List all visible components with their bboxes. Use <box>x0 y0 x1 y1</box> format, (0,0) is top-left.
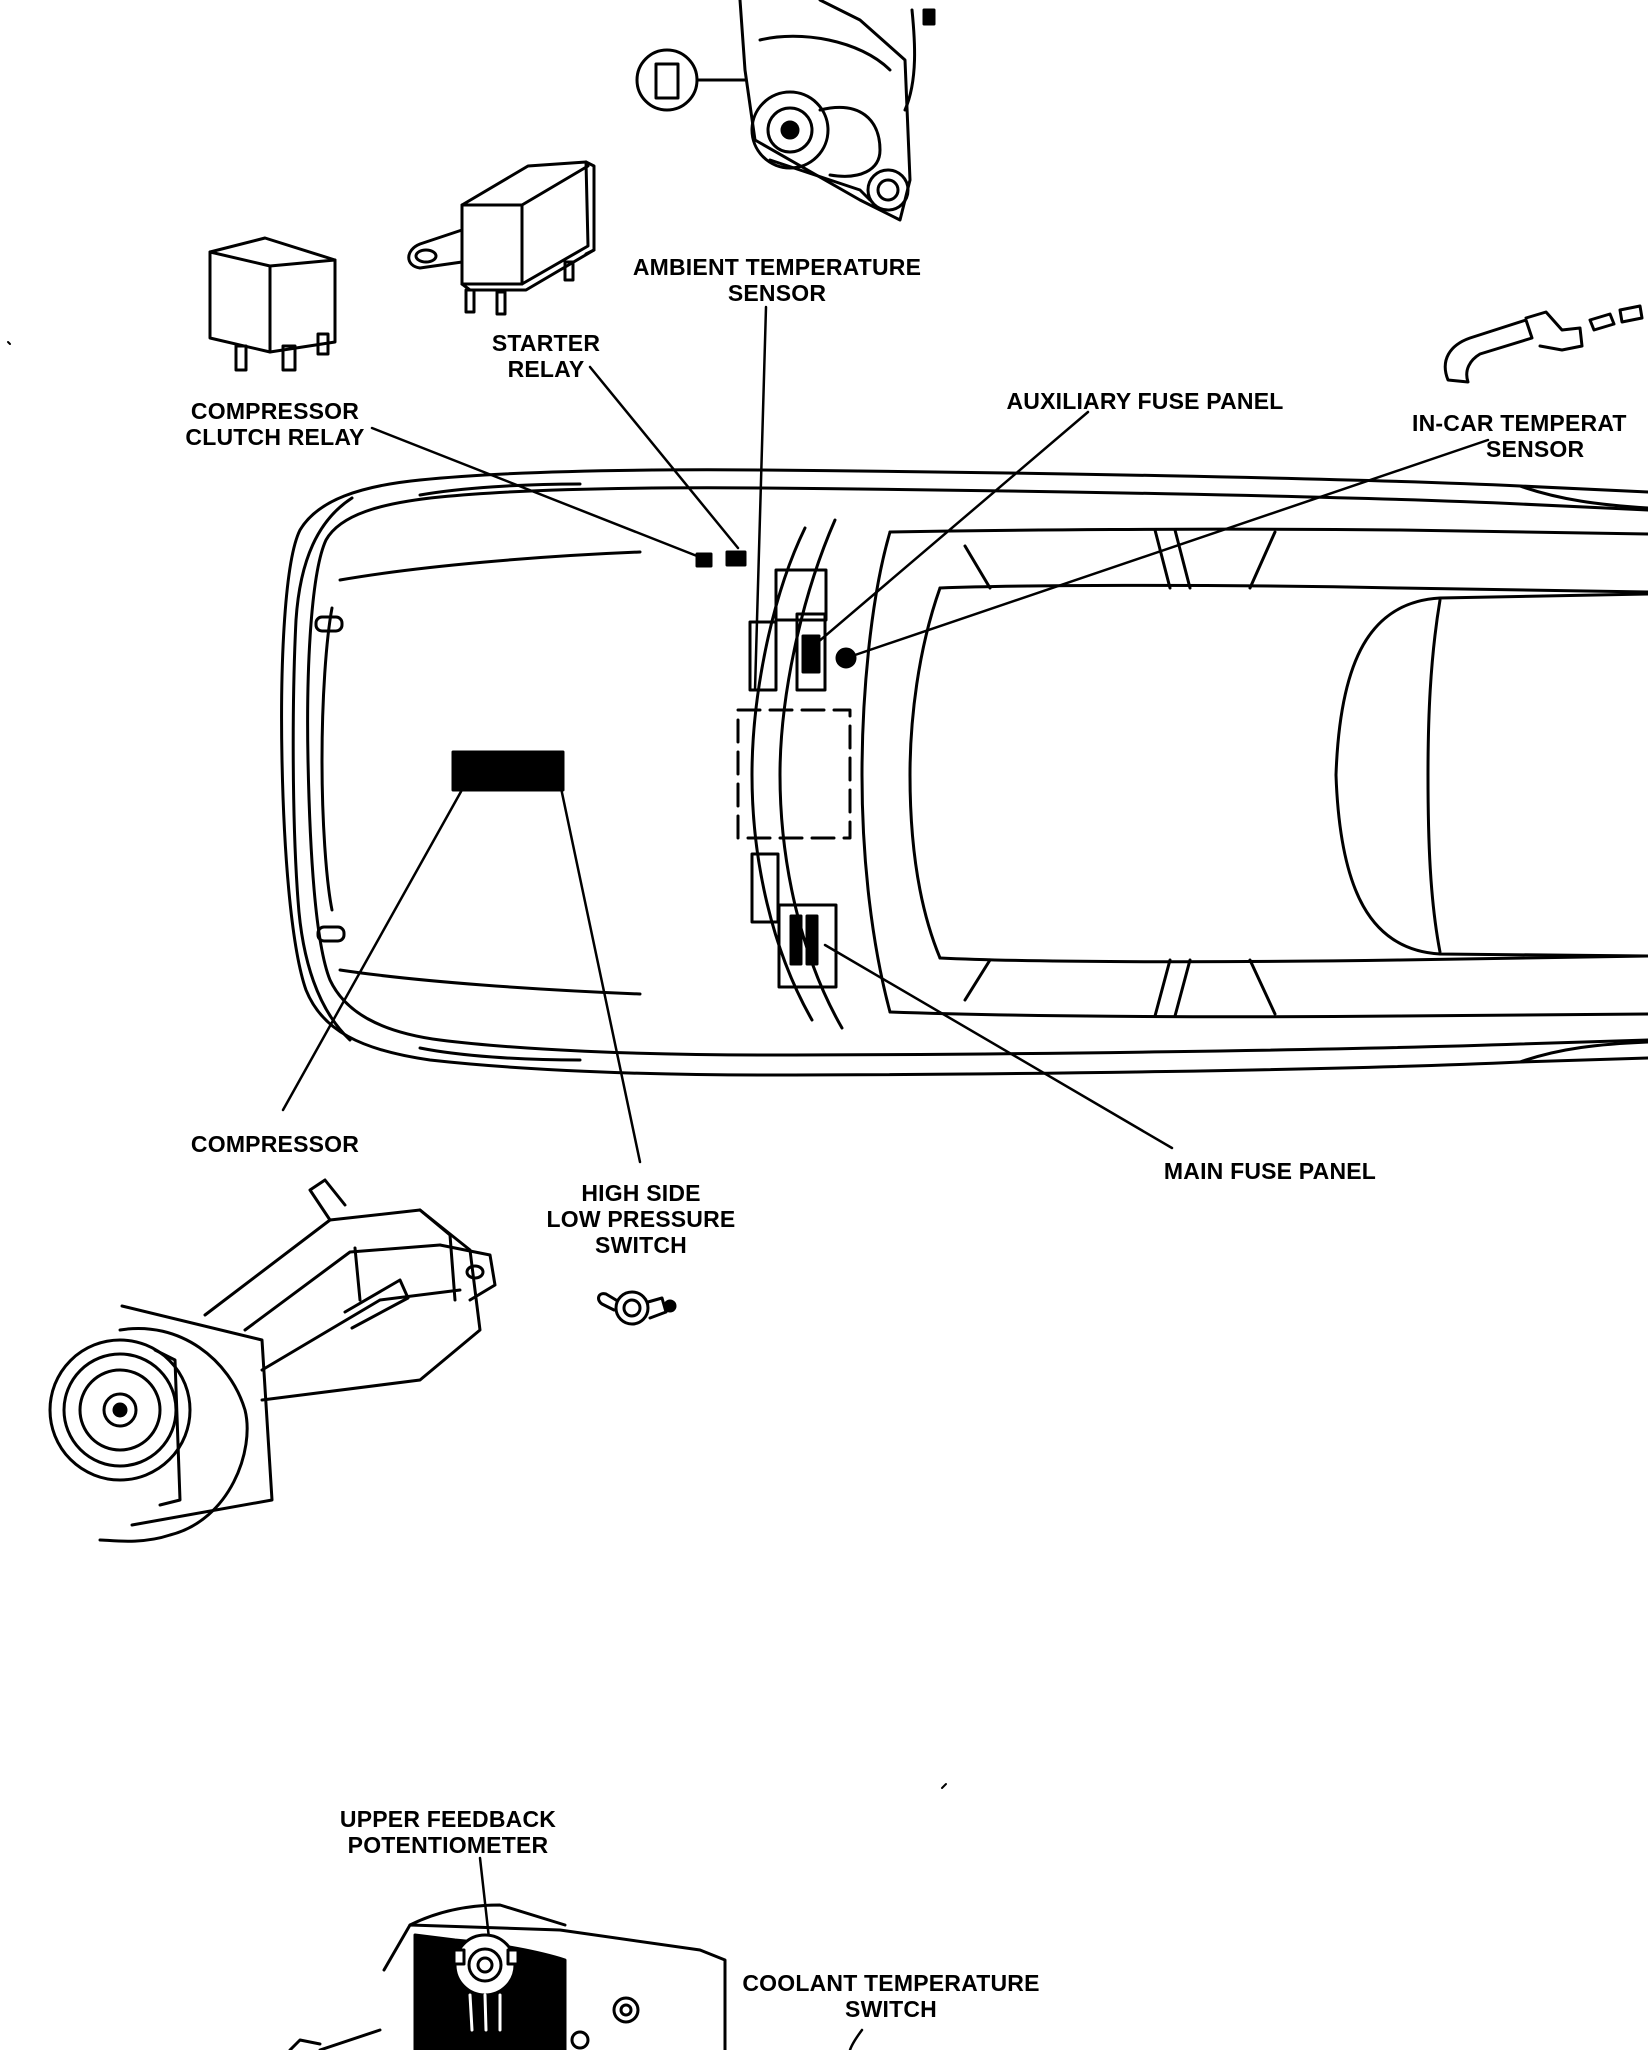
in-car-temperature-sensor-marker <box>835 647 857 669</box>
compressor-marker <box>451 750 565 792</box>
blower-motor-illustration <box>635 0 936 222</box>
starter-relay-label: STARTER RELAY <box>491 330 601 382</box>
starter-relay-illustration <box>407 160 596 316</box>
compressor-illustration <box>48 1178 497 1543</box>
starter-relay-marker <box>725 550 747 567</box>
compressor-label: COMPRESSOR <box>190 1131 360 1157</box>
component-markers <box>451 550 857 989</box>
compressor-clutch-relay-marker <box>695 552 713 568</box>
compressor-clutch-relay-label: COMPRESSOR CLUTCH RELAY <box>185 398 365 450</box>
leader-lines <box>281 305 1490 1967</box>
in-car-temperature-sensor-illustration <box>1443 304 1644 384</box>
coolant-temperature-switch-label: COOLANT TEMPERATURE SWITCH <box>742 1970 1040 2022</box>
main-fuse-panel-marker-2 <box>805 914 819 966</box>
compressor-clutch-relay-illustration <box>208 236 337 372</box>
potentiometer-assembly-illustration <box>288 1903 727 2050</box>
main-fuse-panel-label: MAIN FUSE PANEL <box>1163 1158 1377 1184</box>
high-side-low-pressure-switch-label: HIGH SIDE LOW PRESSURE SWITCH <box>546 1180 736 1258</box>
pressure-switch-illustration <box>597 1290 677 1326</box>
main-fuse-panel-marker <box>789 914 803 966</box>
in-car-temperature-sensor-label: IN-CAR TEMPERAT SENSOR <box>1412 410 1627 462</box>
upper-feedback-potentiometer-label: UPPER FEEDBACK POTENTIOMETER <box>339 1806 557 1858</box>
ambient-temperature-sensor-label: AMBIENT TEMPERATURE SENSOR <box>632 254 922 306</box>
auxiliary-fuse-panel-marker <box>801 634 821 674</box>
auxiliary-fuse-panel-label: AUXILIARY FUSE PANEL <box>1006 388 1284 414</box>
